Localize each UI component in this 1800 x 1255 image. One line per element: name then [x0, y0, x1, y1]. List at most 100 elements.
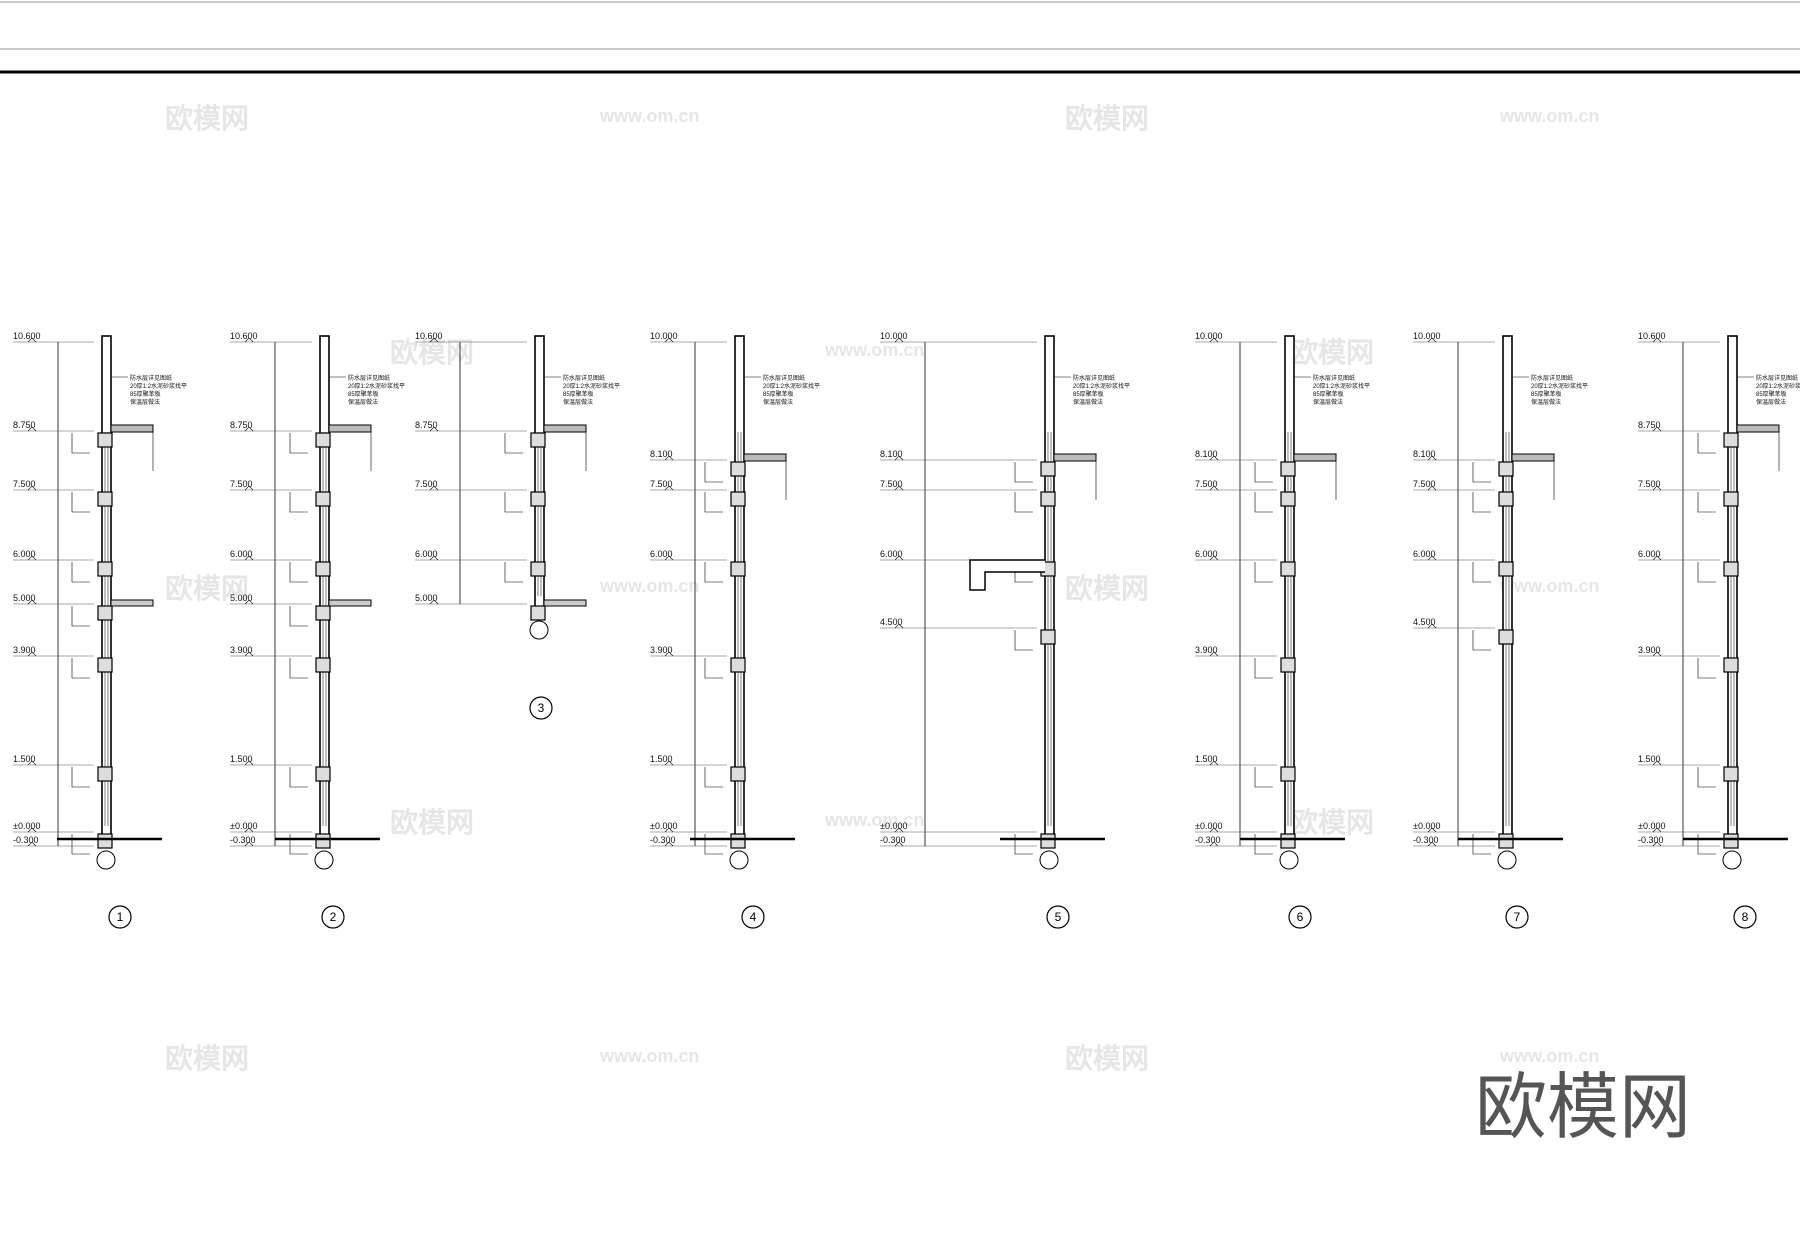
- level-marker: [1209, 651, 1219, 657]
- wall-sections: 10.6008.7507.5006.0005.0003.9001.500±0.0…: [13, 331, 1800, 929]
- opening-outline: [1472, 630, 1491, 651]
- concrete-beam: [1723, 432, 1739, 448]
- level-label: 8.100: [1195, 449, 1218, 459]
- level-marker: [894, 455, 904, 461]
- level-label: 6.000: [415, 549, 438, 559]
- detail-note: 防水层详见图纸: [1313, 374, 1355, 382]
- level-label: 7.500: [1195, 479, 1218, 489]
- level-marker: [1652, 760, 1662, 766]
- level-marker: [1652, 841, 1662, 847]
- level-marker: [429, 337, 439, 343]
- watermark-url: www.om.cn: [1499, 576, 1599, 596]
- level-marker: [664, 760, 674, 766]
- section-tag-circle: [529, 696, 553, 720]
- opening-outline: [289, 606, 308, 627]
- opening-outline: [289, 433, 308, 454]
- level-label: -0.300: [1638, 835, 1664, 845]
- section-tag-circle: [741, 905, 765, 929]
- detail-note: 85厚聚苯板: [348, 390, 379, 398]
- level-label: 3.900: [230, 645, 253, 655]
- opening-outline: [71, 562, 90, 583]
- section-tag-label: 8: [1742, 910, 1749, 924]
- concrete-beam: [1723, 491, 1739, 507]
- level-label: 6.000: [230, 549, 253, 559]
- level-marker: [27, 555, 37, 561]
- concrete-beam: [1280, 561, 1296, 577]
- opening-outline: [1254, 462, 1273, 483]
- floor-slab: [543, 599, 587, 607]
- concrete-beam: [97, 432, 113, 448]
- watermark-url: www.om.cn: [599, 1046, 699, 1066]
- level-marker: [1209, 485, 1219, 491]
- wall-section-6: 10.0008.1007.5006.0003.9001.500±0.000-0.…: [1195, 331, 1370, 929]
- detail-note: 保温层做法: [763, 398, 793, 406]
- level-label: 3.900: [1638, 645, 1661, 655]
- level-marker: [894, 485, 904, 491]
- roof-slab: [110, 424, 154, 433]
- detail-note: 20厚1:2水泥砂浆找平: [563, 382, 620, 390]
- level-marker: [1652, 651, 1662, 657]
- concrete-beam: [97, 657, 113, 673]
- level-marker: [1427, 485, 1437, 491]
- level-label: 7.500: [880, 479, 903, 489]
- level-marker: [894, 623, 904, 629]
- opening-outline: [289, 492, 308, 513]
- detail-note: 20厚1:2水泥砂浆找平: [763, 382, 820, 390]
- detail-note: 防水层详见图纸: [1073, 374, 1115, 382]
- level-label: 8.750: [13, 420, 36, 430]
- level-marker: [429, 555, 439, 561]
- detail-note: 85厚聚苯板: [1073, 390, 1104, 398]
- opening-outline: [289, 562, 308, 583]
- level-label: 3.900: [650, 645, 673, 655]
- detail-note: 防水层详见图纸: [130, 374, 172, 382]
- level-label: ±0.000: [880, 821, 907, 831]
- concrete-beam: [1498, 561, 1514, 577]
- wall-body: [1502, 335, 1513, 847]
- level-label: 6.000: [1638, 549, 1661, 559]
- section-tag-circle: [1288, 905, 1312, 929]
- level-label: 1.500: [1195, 754, 1218, 764]
- watermark-brand: 欧模网: [1290, 337, 1374, 368]
- wall-section-1: 10.6008.7507.5006.0005.0003.9001.500±0.0…: [13, 331, 187, 929]
- opening-outline: [71, 606, 90, 627]
- level-marker: [664, 455, 674, 461]
- opening-outline: [1014, 834, 1033, 855]
- roof-slab: [743, 453, 787, 462]
- level-marker: [244, 651, 254, 657]
- concrete-beam: [1040, 461, 1056, 477]
- opening-outline: [71, 492, 90, 513]
- roof-slab: [543, 424, 587, 433]
- opening-outline: [704, 562, 723, 583]
- detail-note: 85厚聚苯板: [1531, 390, 1562, 398]
- roof-slab: [1293, 453, 1337, 462]
- foundation-marker: [1497, 850, 1517, 870]
- concrete-beam: [1280, 657, 1296, 673]
- foundation-marker: [1722, 850, 1742, 870]
- section-tag-circle: [108, 905, 132, 929]
- opening-outline: [289, 767, 308, 788]
- opening-outline: [504, 562, 523, 583]
- level-marker: [1209, 760, 1219, 766]
- opening-outline: [71, 834, 90, 855]
- watermark-brand: 欧模网: [165, 1043, 249, 1074]
- level-marker: [27, 760, 37, 766]
- opening-outline: [1472, 492, 1491, 513]
- section-tag-label: 1: [117, 910, 124, 924]
- level-label: ±0.000: [650, 821, 677, 831]
- roof-slab: [1736, 424, 1780, 433]
- detail-note: 保温层做法: [563, 398, 593, 406]
- watermark-brand: 欧模网: [165, 573, 249, 604]
- level-label: 10.600: [1638, 331, 1666, 341]
- opening-outline: [1697, 433, 1716, 454]
- watermark-brand: 欧模网: [1065, 103, 1149, 134]
- level-label: 7.500: [1638, 479, 1661, 489]
- opening-outline: [1472, 462, 1491, 483]
- opening-outline: [1697, 834, 1716, 855]
- level-marker: [1652, 426, 1662, 432]
- opening-outline: [1254, 562, 1273, 583]
- wall-section-5: 10.0008.1007.5006.0004.500±0.000-0.300防水…: [880, 331, 1130, 929]
- watermark-brand: 欧模网: [1290, 807, 1374, 838]
- wall-section-7: 10.0008.1007.5006.0004.500±0.000-0.300防水…: [1413, 331, 1588, 929]
- level-label: 1.500: [230, 754, 253, 764]
- level-label: 10.000: [1413, 331, 1441, 341]
